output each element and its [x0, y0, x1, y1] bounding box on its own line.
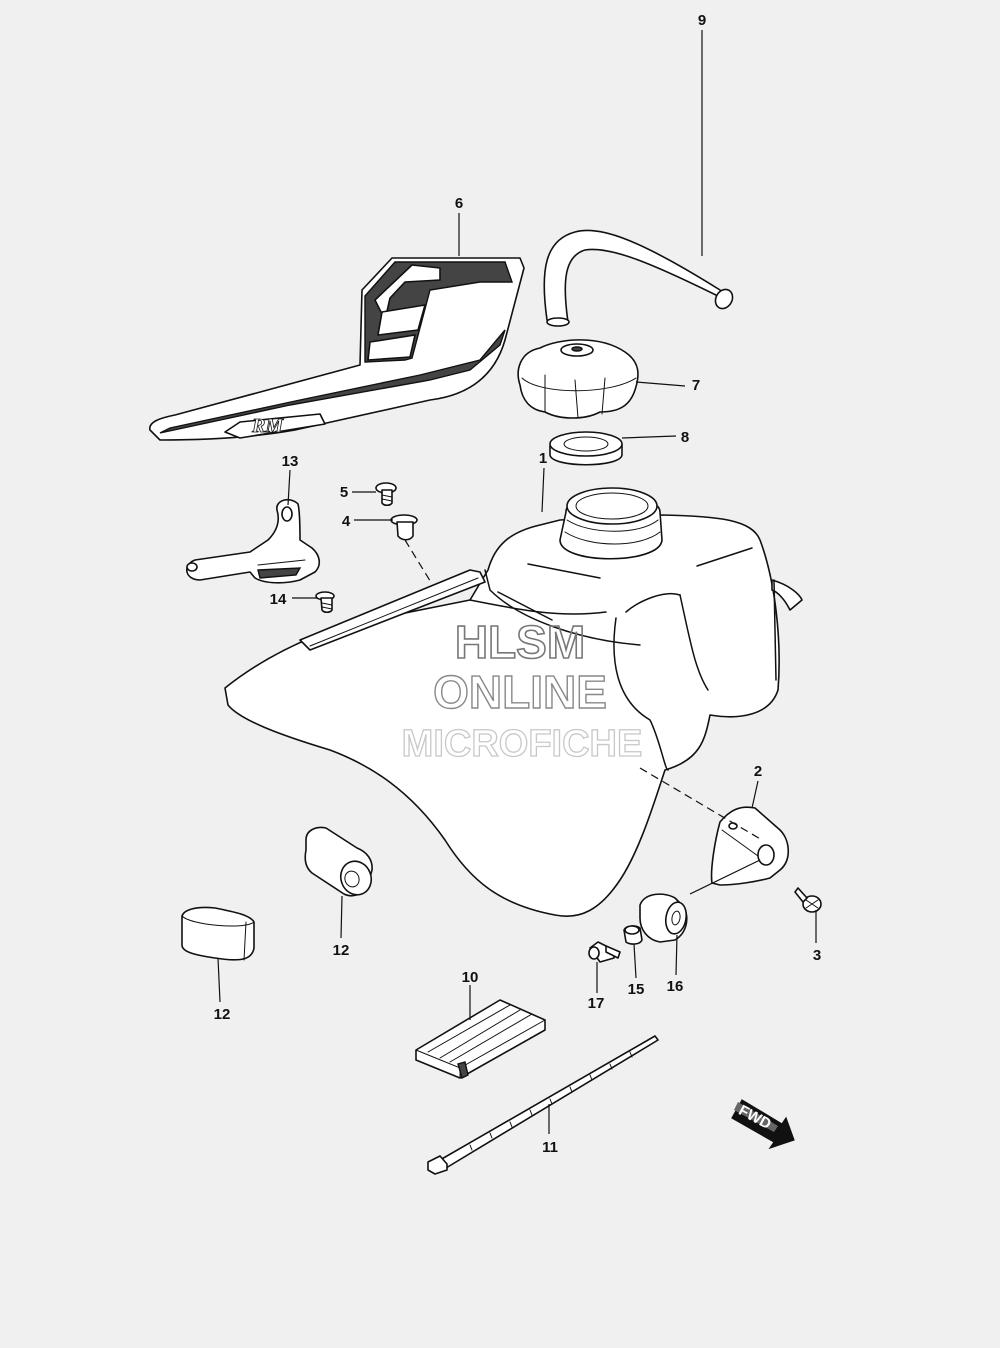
- fwd-direction-arrow: FWD: [731, 1099, 795, 1150]
- callout-9: 9: [698, 12, 706, 29]
- callout-12-left: 12: [214, 1006, 231, 1023]
- tank-bracket: [186, 498, 321, 584]
- callout-8: 8: [681, 429, 689, 446]
- leader-lines: [217, 30, 817, 1134]
- callout-13: 13: [282, 453, 299, 470]
- watermark: HLSM ONLINE MICROFICHE: [401, 615, 643, 765]
- bolt-17: [588, 941, 621, 963]
- bolt-5: [375, 482, 397, 507]
- cable-tie-11: [427, 1035, 659, 1175]
- callout-10: 10: [462, 969, 479, 986]
- tank-decal: RM: [149, 257, 525, 441]
- callout-15: 15: [628, 981, 645, 998]
- decal-logo-text: RM: [251, 415, 284, 437]
- cap-gasket: [549, 431, 623, 466]
- rubber-pad-10: [415, 999, 546, 1080]
- callout-6: 6: [455, 195, 463, 212]
- collar-4: [390, 514, 418, 541]
- collar-15: [623, 925, 643, 945]
- cushion-12-left: [181, 906, 255, 961]
- cushion-12-right: [304, 826, 373, 897]
- callout-16: 16: [667, 978, 684, 995]
- callout-14: 14: [270, 591, 287, 608]
- callout-11: 11: [542, 1139, 558, 1156]
- assembly-line-collar: [404, 539, 433, 585]
- breather-hose: [543, 229, 734, 327]
- watermark-line-3: MICROFICHE: [402, 723, 643, 765]
- mount-bracket: [710, 806, 790, 886]
- callout-labels: 1 2 3 4 5 6 7 8 9 10 11 12 12 13 14 15 1…: [214, 12, 822, 1156]
- assembly-line-bracket: [639, 767, 763, 841]
- callout-4: 4: [342, 513, 351, 530]
- callout-17: 17: [588, 995, 605, 1012]
- callout-3: 3: [813, 947, 821, 964]
- watermark-line-1: HLSM: [455, 616, 585, 668]
- callout-12-right: 12: [333, 942, 350, 959]
- callout-1: 1: [539, 450, 547, 467]
- callout-2: 2: [754, 763, 762, 780]
- callout-5: 5: [340, 484, 348, 501]
- screw-3: [794, 887, 822, 913]
- fuel-tank: [224, 487, 803, 917]
- damper-16: [639, 893, 688, 943]
- callout-7: 7: [692, 377, 700, 394]
- watermark-line-2: ONLINE: [433, 666, 607, 718]
- bolt-14: [315, 591, 335, 614]
- fuel-cap: [517, 339, 639, 419]
